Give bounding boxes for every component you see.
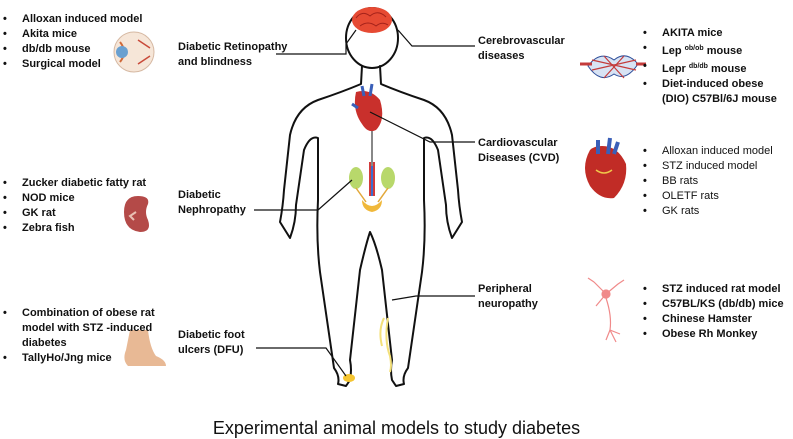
heart-organ-icon — [351, 83, 383, 132]
cvd-label-line-2: Diseases (CVD) — [478, 152, 560, 164]
kidney-models-list: Zucker diabetic fatty rat NOD mice GK ra… — [0, 176, 180, 236]
nephropathy-label-line-1: Diabetic — [178, 189, 221, 201]
foot-models-list: Combination of obese rat model with STZ … — [0, 306, 168, 366]
eye-model-item: db/db mouse — [0, 42, 170, 57]
nephropathy-label-line-2: Nephropathy — [178, 204, 246, 216]
retinopathy-label-line-2: and blindness — [178, 56, 252, 68]
dfu-label-line-2: ulcers (DFU) — [178, 344, 244, 356]
heart-models-list: Alloxan induced model STZ induced model … — [640, 144, 792, 219]
heart-model-item: GK rats — [640, 204, 792, 219]
brain-organ-icon — [352, 7, 392, 33]
connector-lines — [254, 29, 475, 377]
neuron-icon — [587, 277, 625, 343]
cerebrovascular-label: Cerebrovascular diseases — [478, 34, 565, 64]
cvd-label: Cardiovascular Diseases (CVD) — [478, 136, 559, 166]
brain-model-item: Lep ob/ob mouse — [640, 41, 792, 59]
heart-model-item: OLETF rats — [640, 189, 792, 204]
nephropathy-label: Diabetic Nephropathy — [178, 188, 246, 218]
lepr-suffix: mouse — [707, 63, 747, 75]
lepr-name: Lepr — [662, 63, 689, 75]
neuropathy-label: Peripheral neuropathy — [478, 282, 538, 312]
foot-model-item: Combination of obese rat model with STZ … — [0, 306, 168, 351]
foot-model-item: TallyHo/Jng mice — [0, 351, 168, 366]
kidney-model-item: Zucker diabetic fatty rat — [0, 176, 180, 191]
lep-name: Lep — [662, 45, 685, 57]
kidney-model-item: NOD mice — [0, 191, 180, 206]
kidney-organ-icon — [349, 162, 395, 212]
retinopathy-label: Diabetic Retinopathy and blindness — [178, 40, 287, 70]
nerve-model-item: STZ induced rat model — [640, 282, 792, 297]
heart-model-item: Alloxan induced model — [640, 144, 792, 159]
heart-icon — [585, 137, 627, 199]
nerve-model-item: Obese Rh Monkey — [640, 327, 792, 342]
eye-models-list: Alloxan induced model Akita mice db/db m… — [0, 12, 170, 72]
brain-models-list: AKITA mice Lep ob/ob mouse Lepr db/db mo… — [640, 26, 792, 107]
eye-model-item: Alloxan induced model — [0, 12, 170, 27]
cerebrovascular-label-line-2: diseases — [478, 50, 525, 62]
nerve-models-list: STZ induced rat model C57BL/KS (db/db) m… — [640, 282, 792, 342]
brain-model-item: Lepr db/db mouse — [640, 59, 792, 77]
nerve-model-item: Chinese Hamster — [640, 312, 792, 327]
brain-model-item: Diet-induced obese (DIO) C57Bl/6J mouse — [640, 77, 792, 107]
kidney-model-item: GK rat — [0, 206, 180, 221]
dfu-label-line-1: Diabetic foot — [178, 329, 245, 341]
neuropathy-label-line-2: neuropathy — [478, 298, 538, 310]
figure-caption: Experimental animal models to study diab… — [212, 418, 581, 438]
brain-model-item: AKITA mice — [640, 26, 792, 41]
lepr-genotype: db/db — [688, 63, 708, 70]
lep-suffix: mouse — [703, 45, 743, 57]
kidney-model-item: Zebra fish — [0, 221, 180, 236]
dfu-label: Diabetic foot ulcers (DFU) — [178, 328, 245, 358]
eye-model-item: Surgical model — [0, 57, 170, 72]
blood-vessel-icon — [580, 55, 646, 79]
human-body-outline — [279, 7, 463, 387]
heart-model-item: BB rats — [640, 174, 792, 189]
leg-nerve-icon — [379, 317, 392, 373]
cerebrovascular-label-line-1: Cerebrovascular — [478, 35, 565, 47]
heart-model-item: STZ induced model — [640, 159, 792, 174]
nerve-model-item: C57BL/KS (db/db) mice — [640, 297, 792, 312]
lep-genotype: ob/ob — [684, 45, 704, 52]
cvd-label-line-1: Cardiovascular — [478, 137, 558, 149]
retinopathy-label-line-1: Diabetic Retinopathy — [178, 41, 288, 53]
neuropathy-label-line-1: Peripheral — [478, 283, 532, 295]
eye-model-item: Akita mice — [0, 27, 170, 42]
